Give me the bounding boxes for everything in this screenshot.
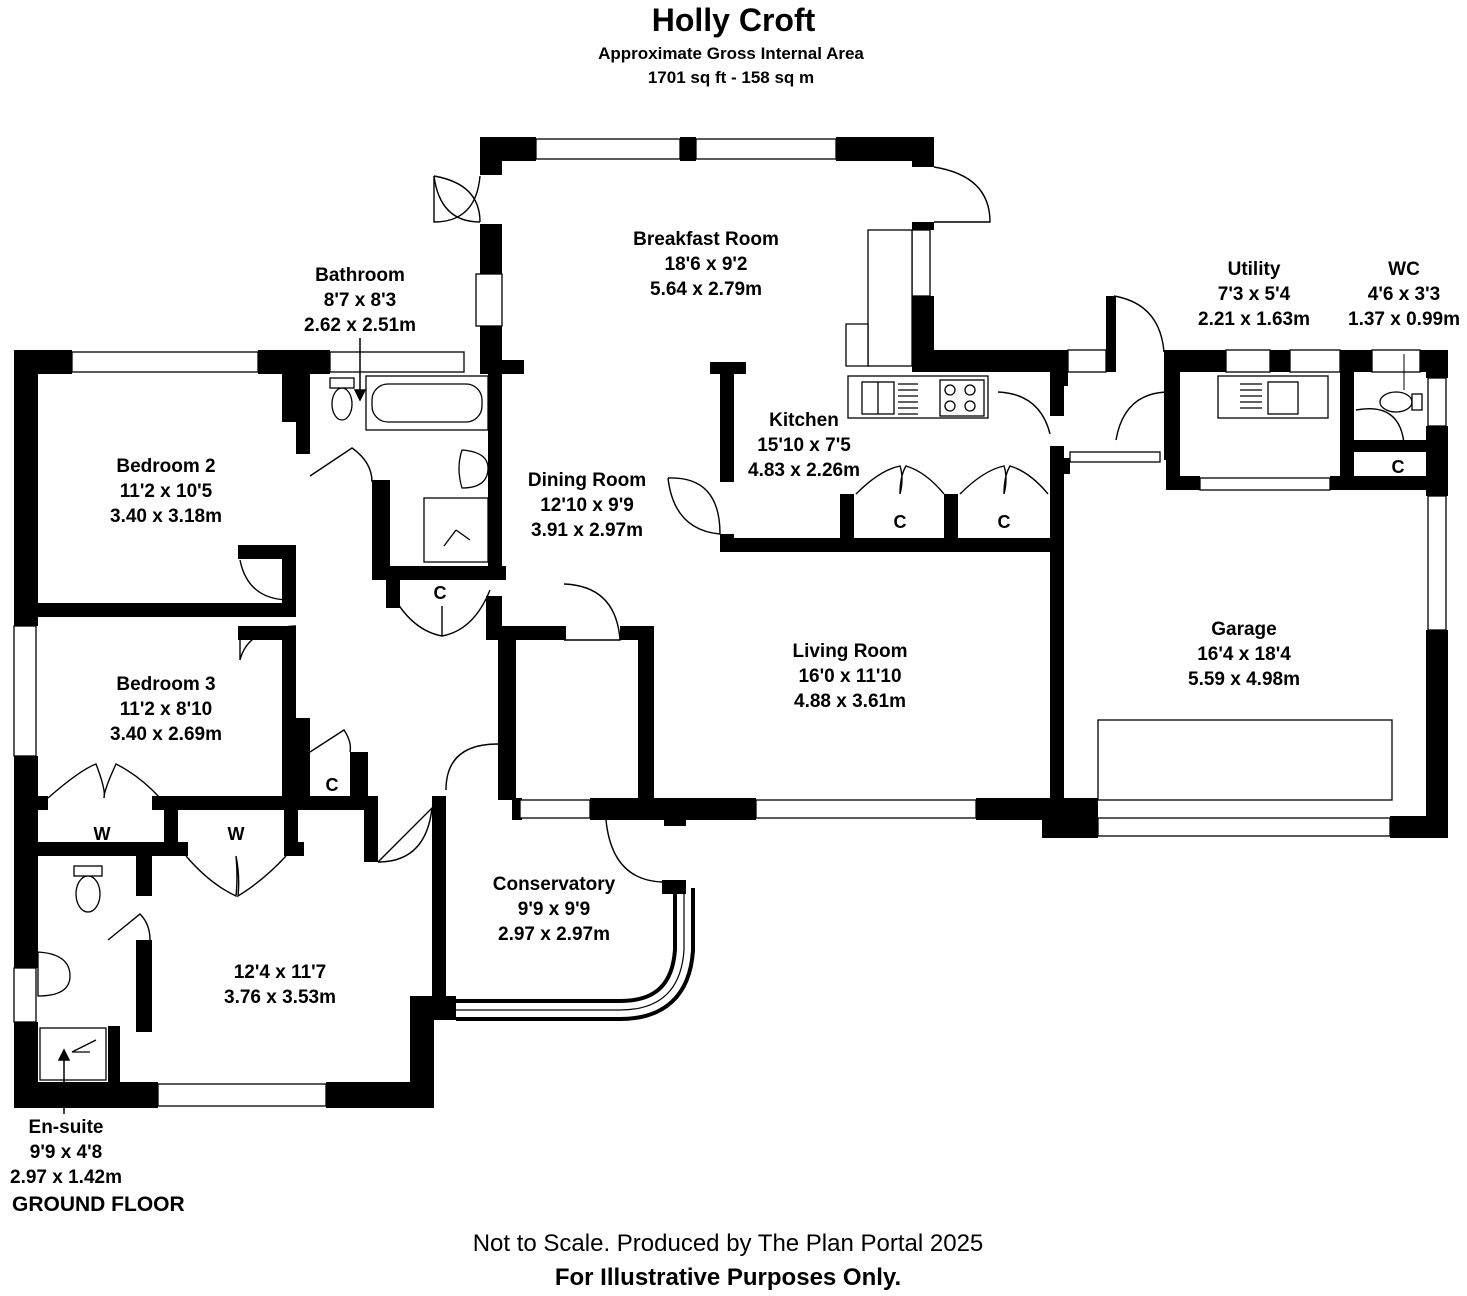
cupboard-label: C [326,775,339,795]
kitchen-imperial: 15'10 x 7'5 [757,435,851,456]
ensuite-name: En-suite [29,1117,104,1138]
wc-imperial: 4'6 x 3'3 [1368,284,1440,305]
breakfast-room-metric: 5.64 x 2.79m [650,279,762,300]
wc-name: WC [1388,259,1420,280]
bathroom-fittings [37,375,1393,1081]
kitchen-name: Kitchen [769,410,839,431]
walls [14,137,1448,1108]
breakfast-room-name: Breakfast Room [633,229,779,250]
kitchen-metric: 4.83 x 2.26m [748,460,860,481]
bedroom2-metric: 3.40 x 3.18m [110,506,222,527]
wardrobe-label: W [94,824,111,844]
plan-title: Holly Croft [651,2,816,38]
ensuite-imperial: 9'9 x 4'8 [30,1142,102,1163]
wc-metric: 1.37 x 0.99m [1348,309,1460,330]
bathroom-pointer [57,338,367,1114]
living-room-metric: 4.88 x 3.61m [794,691,906,712]
windows [13,138,1447,1107]
breakfast-room-imperial: 18'6 x 9'2 [665,254,748,275]
bathroom-name: Bathroom [315,265,405,286]
bedroom1-metric: 3.76 x 3.53m [224,987,336,1008]
living-room-imperial: 16'0 x 11'10 [798,666,901,687]
cupboard-label: C [434,583,447,603]
cupboard-label: C [1392,457,1405,477]
kitchen-units [845,229,989,419]
conservatory-imperial: 9'9 x 9'9 [518,899,590,920]
plan-subtitle: Approximate Gross Internal Area [598,44,864,63]
utility-fittings [1217,354,1423,419]
bedroom3-name: Bedroom 3 [116,674,215,695]
room-labels: Breakfast Room 18'6 x 9'2 5.64 x 2.79m B… [10,229,1460,1188]
dining-room-name: Dining Room [528,470,646,491]
bathroom-metric: 2.62 x 2.51m [304,315,416,336]
cupboard-label: C [894,512,907,532]
bedroom3-imperial: 11'2 x 8'10 [120,699,213,720]
floor-label: GROUND FLOOR [12,1193,185,1216]
bedroom2-imperial: 11'2 x 10'5 [120,481,213,502]
conservatory-walls [456,880,695,1021]
bedroom3-metric: 3.40 x 2.69m [110,724,222,745]
bedroom2-name: Bedroom 2 [116,456,215,477]
conservatory-metric: 2.97 x 2.97m [498,924,610,945]
garage-imperial: 16'4 x 18'4 [1197,644,1291,665]
plan-area: 1701 sq ft - 158 sq m [647,68,815,87]
utility-imperial: 7'3 x 5'4 [1218,284,1291,305]
bathroom-imperial: 8'7 x 8'3 [324,290,396,311]
doors [47,166,1405,941]
disclaimer-scale: Not to Scale. Produced by The Plan Porta… [472,1230,984,1257]
cupboard-label: C [998,512,1011,532]
wardrobe-label: W [228,824,245,844]
bedroom1-imperial: 12'4 x 11'7 [234,962,327,983]
fixture-labels: C C C C C W W [94,457,1405,844]
utility-name: Utility [1228,259,1281,280]
conservatory-name: Conservatory [493,874,616,895]
utility-metric: 2.21 x 1.63m [1198,309,1310,330]
ensuite-metric: 2.97 x 1.42m [10,1167,122,1188]
living-room-name: Living Room [792,641,907,662]
garage-name: Garage [1211,619,1276,640]
dining-room-metric: 3.91 x 2.97m [531,520,643,541]
disclaimer-illustrative: For Illustrative Purposes Only. [554,1264,902,1291]
garage-metric: 5.59 x 4.98m [1188,669,1300,690]
dining-room-imperial: 12'10 x 9'9 [540,495,634,516]
